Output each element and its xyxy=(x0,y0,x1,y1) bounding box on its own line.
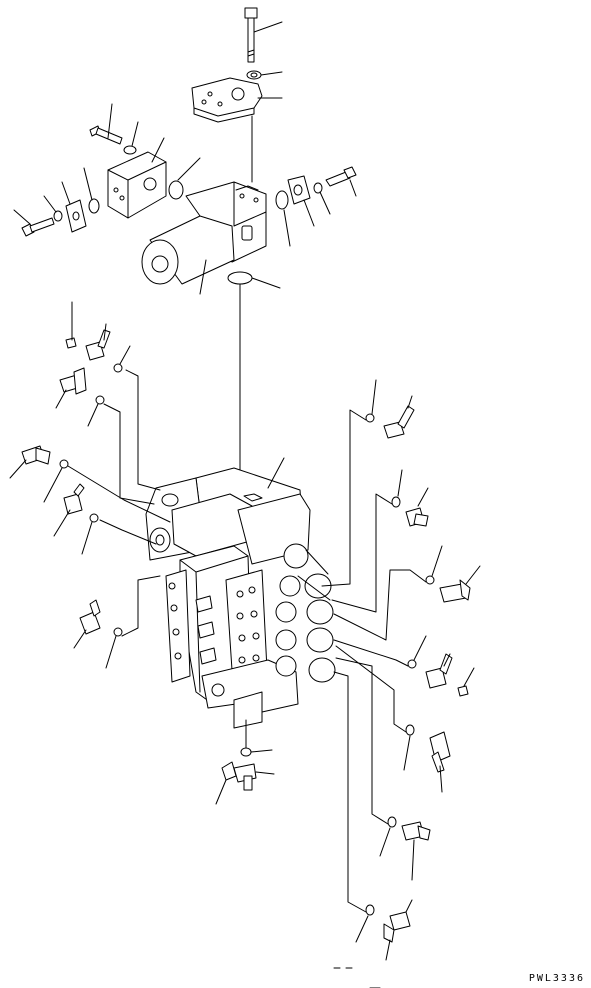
left-fittings xyxy=(9,301,131,669)
lower-o-ring xyxy=(227,271,281,481)
spool-caps xyxy=(275,543,336,683)
top-washer xyxy=(246,70,283,80)
valve-block xyxy=(107,137,167,219)
drawing-reference-code: PWL3336 xyxy=(528,973,585,984)
left-bolt xyxy=(13,209,55,237)
right-washer xyxy=(313,182,331,215)
cylinder-o-ring xyxy=(275,190,291,247)
left-leader-lines xyxy=(67,369,171,637)
right-bolt xyxy=(325,166,357,197)
upper-left-washer xyxy=(123,121,139,155)
block-o-ring xyxy=(168,157,201,200)
flange-plate xyxy=(61,181,87,233)
upper-left-bolt xyxy=(89,103,123,145)
left-washer xyxy=(43,195,63,222)
main-control-valve xyxy=(145,457,311,729)
left-o-ring xyxy=(83,167,100,214)
bottom-marks xyxy=(333,967,381,988)
top-bolt xyxy=(244,7,283,63)
right-fittings xyxy=(355,379,481,961)
mounting-bracket xyxy=(191,77,283,183)
cylinder-body xyxy=(141,181,267,295)
bottom-fitting xyxy=(215,719,275,805)
right-cover xyxy=(287,175,315,227)
right-leader-lines xyxy=(321,409,427,913)
